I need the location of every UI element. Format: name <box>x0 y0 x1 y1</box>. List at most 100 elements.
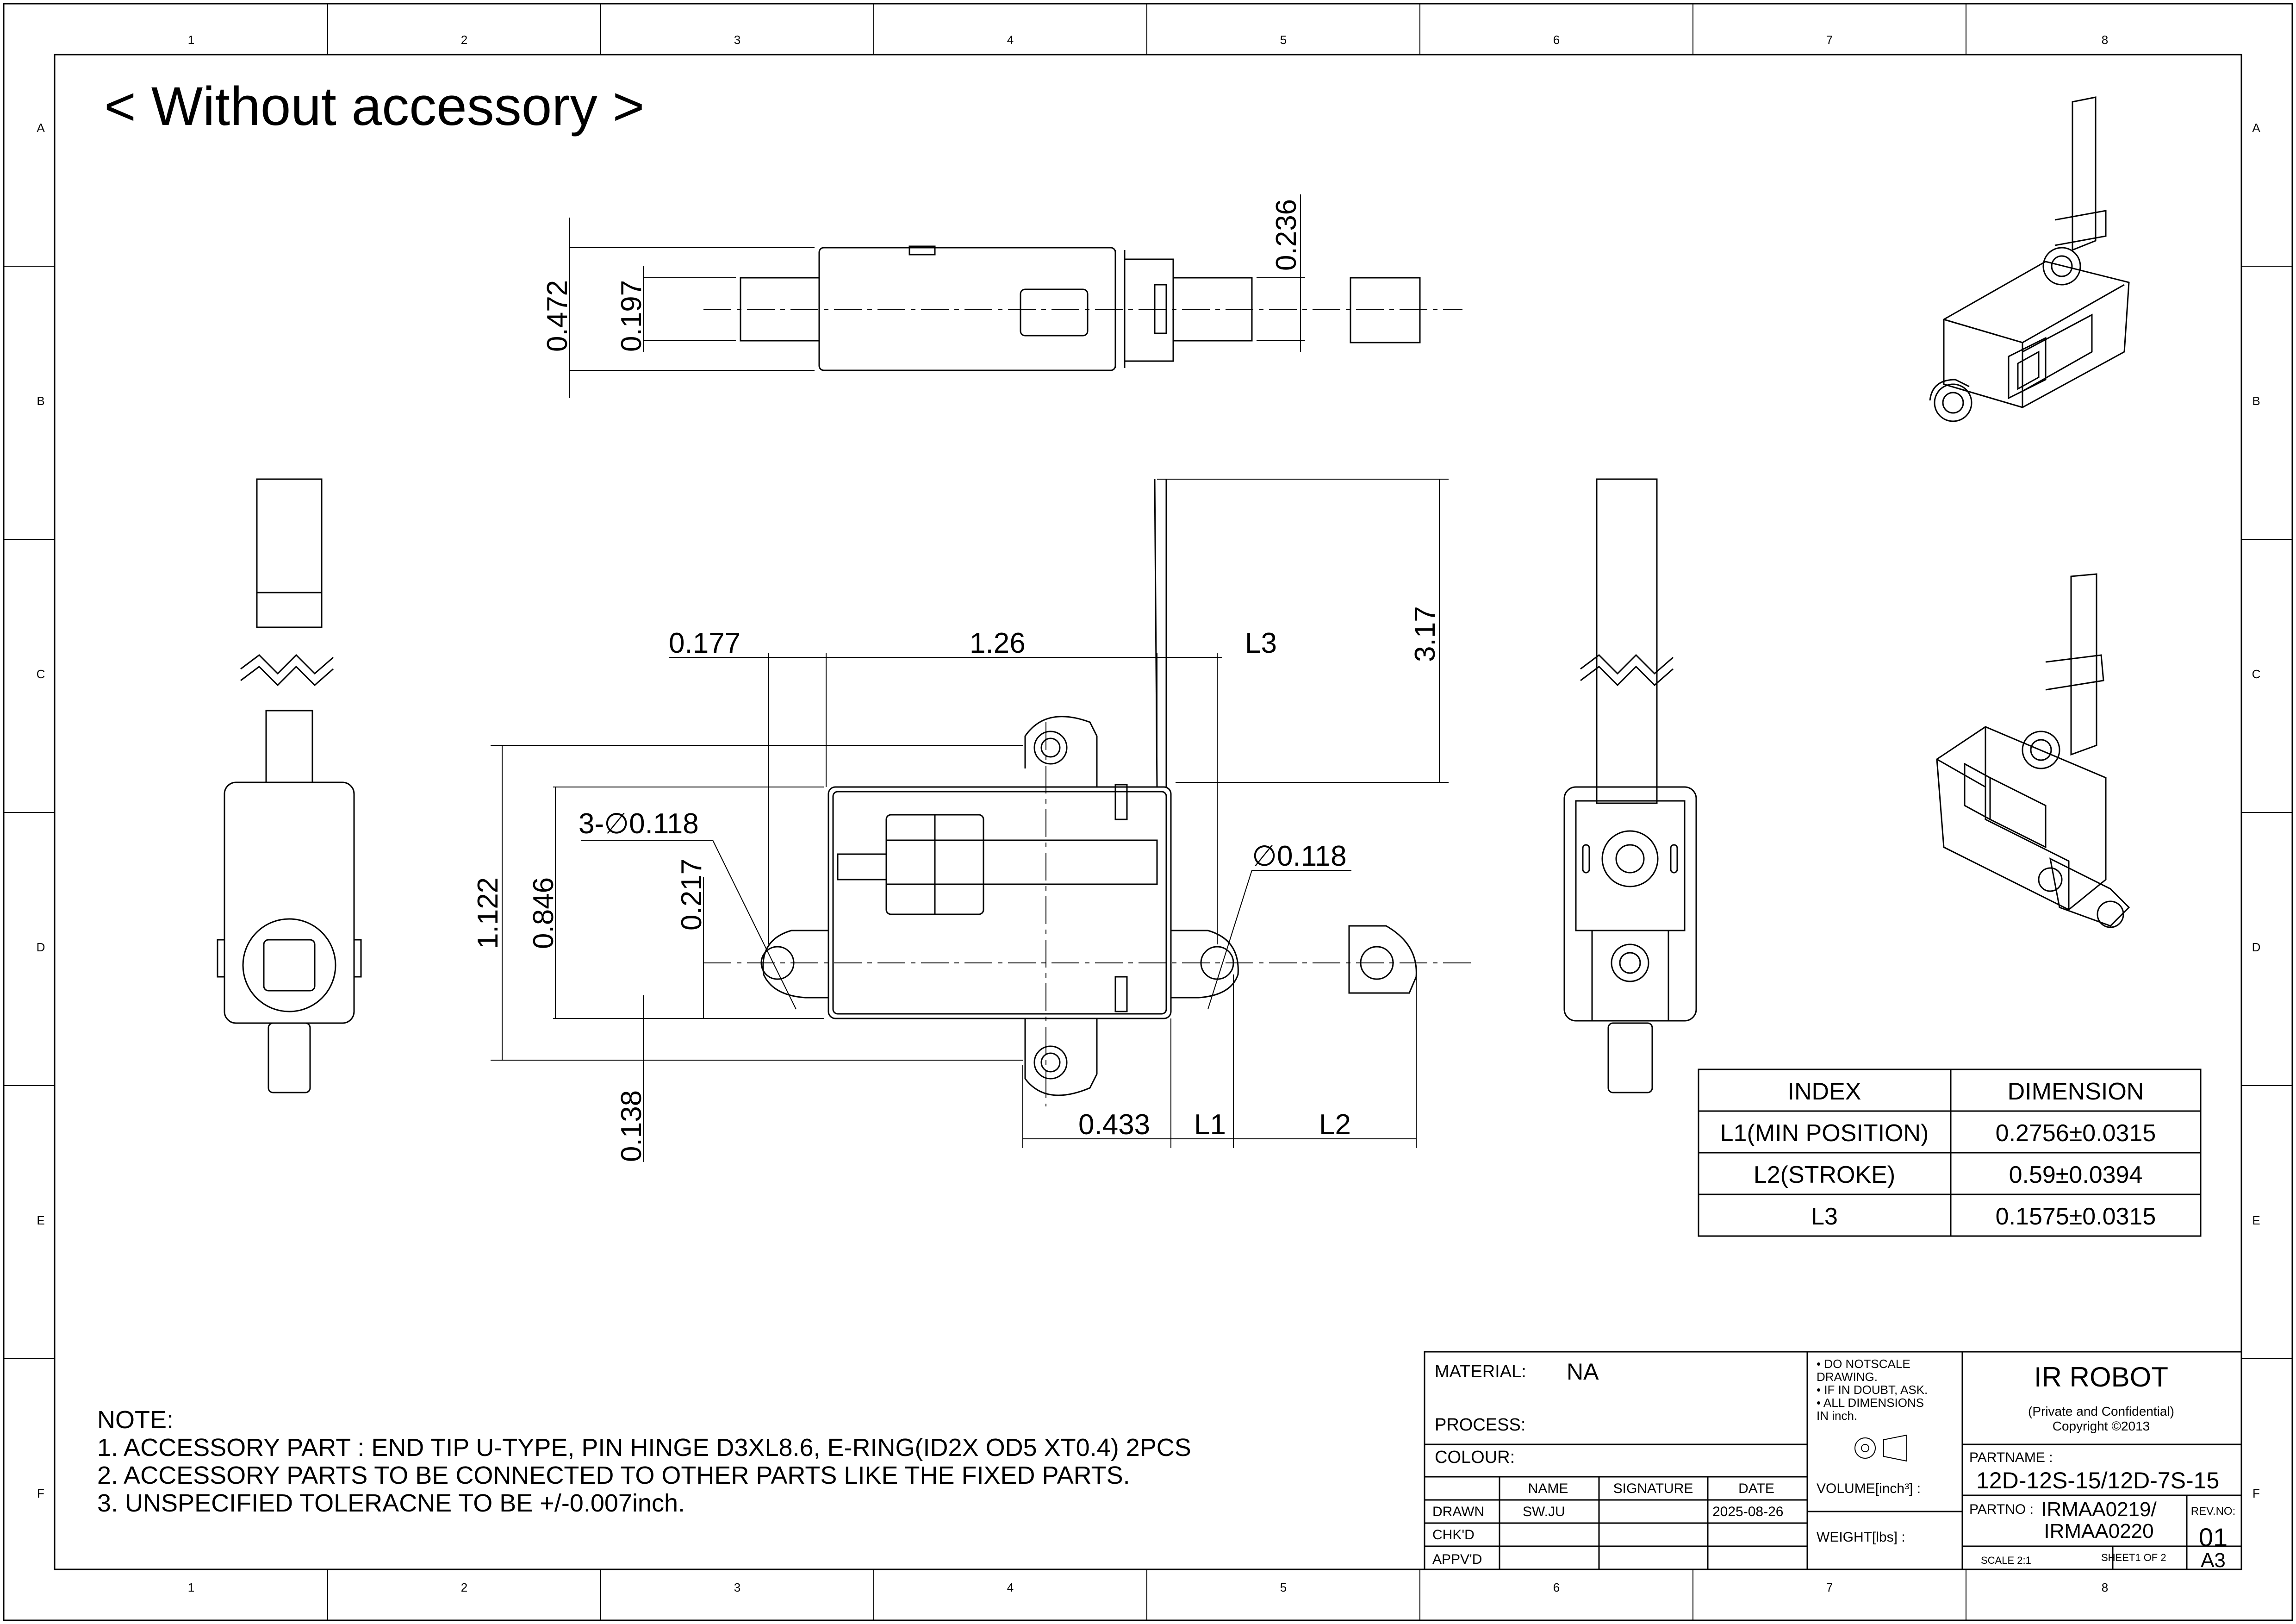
advice-line: • IF IN DOUBT, ASK. <box>1817 1383 1928 1397</box>
dim-317: 3.17 <box>1409 606 1441 662</box>
zone-col-5-bottom: 5 <box>1280 1580 1287 1594</box>
sheet-size: A3 <box>2201 1549 2226 1572</box>
advice-line: IN inch. <box>1817 1409 1857 1423</box>
chkd-label: CHK'D <box>1432 1527 1475 1543</box>
top-view: 0.472 0.197 0.236 <box>541 194 1462 398</box>
drawn-label: DRAWN <box>1432 1504 1484 1519</box>
dim-1122: 1.122 <box>472 877 504 949</box>
zone-col-2-bottom: 2 <box>461 1580 467 1594</box>
zone-columns: 1 2 3 4 5 6 7 8 1 2 3 4 5 6 7 8 <box>188 4 2108 1620</box>
table-cell: L3 <box>1811 1203 1838 1230</box>
zone-row-C-left: C <box>37 667 45 681</box>
zone-col-5-top: 5 <box>1280 33 1287 47</box>
title-block: MATERIAL: NA PROCESS: COLOUR: NAME SIGNA… <box>1424 1351 2242 1572</box>
zone-row-B-right: B <box>2252 394 2260 408</box>
zone-row-D-right: D <box>2252 940 2261 954</box>
zone-col-4-top: 4 <box>1007 33 1014 47</box>
zone-row-E-right: E <box>2252 1213 2260 1227</box>
zone-row-B-left: B <box>37 394 44 408</box>
dim-L3: L3 <box>1245 627 1277 659</box>
isometric-view-top <box>1929 96 2130 422</box>
zone-col-8-bottom: 8 <box>2102 1580 2108 1594</box>
outer-border <box>3 3 2293 1621</box>
zone-col-2-top: 2 <box>461 33 467 47</box>
dim-0236: 0.236 <box>1270 199 1302 271</box>
revno-value: 01 <box>2199 1523 2228 1552</box>
col-date: DATE <box>1738 1481 1774 1496</box>
col-name: NAME <box>1528 1481 1568 1496</box>
projection-symbol-icon <box>1854 1434 1907 1462</box>
zone-row-E-left: E <box>37 1213 44 1227</box>
table-cell: L1(MIN POSITION) <box>1720 1120 1929 1147</box>
dim-0217: 0.217 <box>676 859 708 931</box>
material-label: MATERIAL: <box>1435 1362 1526 1381</box>
partname-label: PARTNAME : <box>1969 1450 2053 1465</box>
copyright-text: Copyright ©2013 <box>2053 1419 2150 1433</box>
zone-row-A-left: A <box>37 121 45 135</box>
material-value: NA <box>1567 1359 1599 1385</box>
dim-0846: 0.846 <box>528 877 560 949</box>
confidential-text: (Private and Confidential) <box>2028 1404 2174 1418</box>
process-label: PROCESS: <box>1435 1415 1525 1435</box>
dim-0472: 0.472 <box>541 280 573 352</box>
zone-col-8-top: 8 <box>2102 33 2108 47</box>
dim-0177: 0.177 <box>669 627 740 659</box>
table-header-index: INDEX <box>1788 1078 1861 1105</box>
drawing-title: < Without accessory > <box>104 76 644 137</box>
dim-L2: L2 <box>1319 1109 1351 1141</box>
table-cell: 0.2756±0.0315 <box>1996 1120 2156 1147</box>
zone-rows: A B C D E F A B C D E F <box>4 121 2292 1500</box>
zone-row-F-left: F <box>37 1487 44 1500</box>
dim-126: 1.26 <box>970 627 1026 659</box>
zone-col-6-top: 6 <box>1553 33 1560 47</box>
zone-col-7-top: 7 <box>1826 33 1833 47</box>
colour-label: COLOUR: <box>1435 1448 1515 1467</box>
zone-row-A-right: A <box>2252 121 2260 135</box>
dimension-table: INDEX DIMENSION L1(MIN POSITION) 0.2756±… <box>1698 1068 2202 1237</box>
dim-0138: 0.138 <box>616 1090 647 1162</box>
partname-value: 12D-12S-15/12D-7S-15 <box>1976 1468 2219 1493</box>
zone-row-C-right: C <box>2252 667 2261 681</box>
zone-col-3-top: 3 <box>734 33 740 47</box>
note-line: 2. ACCESSORY PARTS TO BE CONNECTED TO OT… <box>97 1462 1130 1489</box>
advice-line: DRAWING. <box>1817 1370 1878 1384</box>
advice-line: • ALL DIMENSIONS <box>1817 1396 1924 1410</box>
zone-row-F-right: F <box>2252 1487 2260 1500</box>
notes: NOTE: 1. ACCESSORY PART : END TIP U-TYPE… <box>97 1406 1191 1517</box>
dim-hole3: 3-∅0.118 <box>579 808 699 840</box>
sheet-text: SHEET1 OF 2 <box>2101 1552 2166 1563</box>
zone-col-4-bottom: 4 <box>1007 1580 1014 1594</box>
zone-col-1-top: 1 <box>188 33 194 47</box>
dim-0197: 0.197 <box>616 280 647 352</box>
inner-border <box>54 54 2242 1570</box>
weight-label: WEIGHT[lbs] : <box>1817 1530 1905 1545</box>
drawn-name: SW.JU <box>1523 1504 1565 1519</box>
dim-L1: L1 <box>1194 1109 1226 1141</box>
zone-col-1-bottom: 1 <box>188 1580 194 1594</box>
zone-col-3-bottom: 3 <box>734 1580 740 1594</box>
left-side-view <box>217 478 362 1093</box>
col-signature: SIGNATURE <box>1613 1481 1693 1496</box>
partno-label: PARTNO : <box>1969 1502 2034 1517</box>
revno-label: REV.NO: <box>2191 1505 2235 1518</box>
table-cell: 0.59±0.0394 <box>2009 1162 2143 1188</box>
drawn-date: 2025-08-26 <box>1712 1504 1783 1519</box>
note-line: 1. ACCESSORY PART : END TIP U-TYPE, PIN … <box>97 1434 1191 1462</box>
volume-label: VOLUME[inch³] : <box>1817 1481 1921 1496</box>
table-cell: 0.1575±0.0315 <box>1996 1203 2156 1230</box>
partno-line1: IRMAA0219/ <box>2041 1498 2157 1521</box>
dim-0433: 0.433 <box>1078 1109 1150 1141</box>
zone-row-D-left: D <box>37 940 45 954</box>
scale-text: SCALE 2:1 <box>1981 1555 2031 1566</box>
partno-line2: IRMAA0220 <box>2044 1520 2153 1543</box>
dim-hole1: ∅0.118 <box>1252 840 1347 872</box>
right-side-view <box>1563 478 1697 1093</box>
zone-col-6-bottom: 6 <box>1553 1580 1560 1594</box>
isometric-view-bottom <box>1936 573 2130 928</box>
apprvd-label: APPV'D <box>1432 1552 1482 1567</box>
table-header-dimension: DIMENSION <box>2008 1078 2144 1105</box>
advice-line: • DO NOTSCALE <box>1817 1357 1910 1371</box>
notes-heading: NOTE: <box>97 1406 174 1434</box>
zone-col-7-bottom: 7 <box>1826 1580 1833 1594</box>
